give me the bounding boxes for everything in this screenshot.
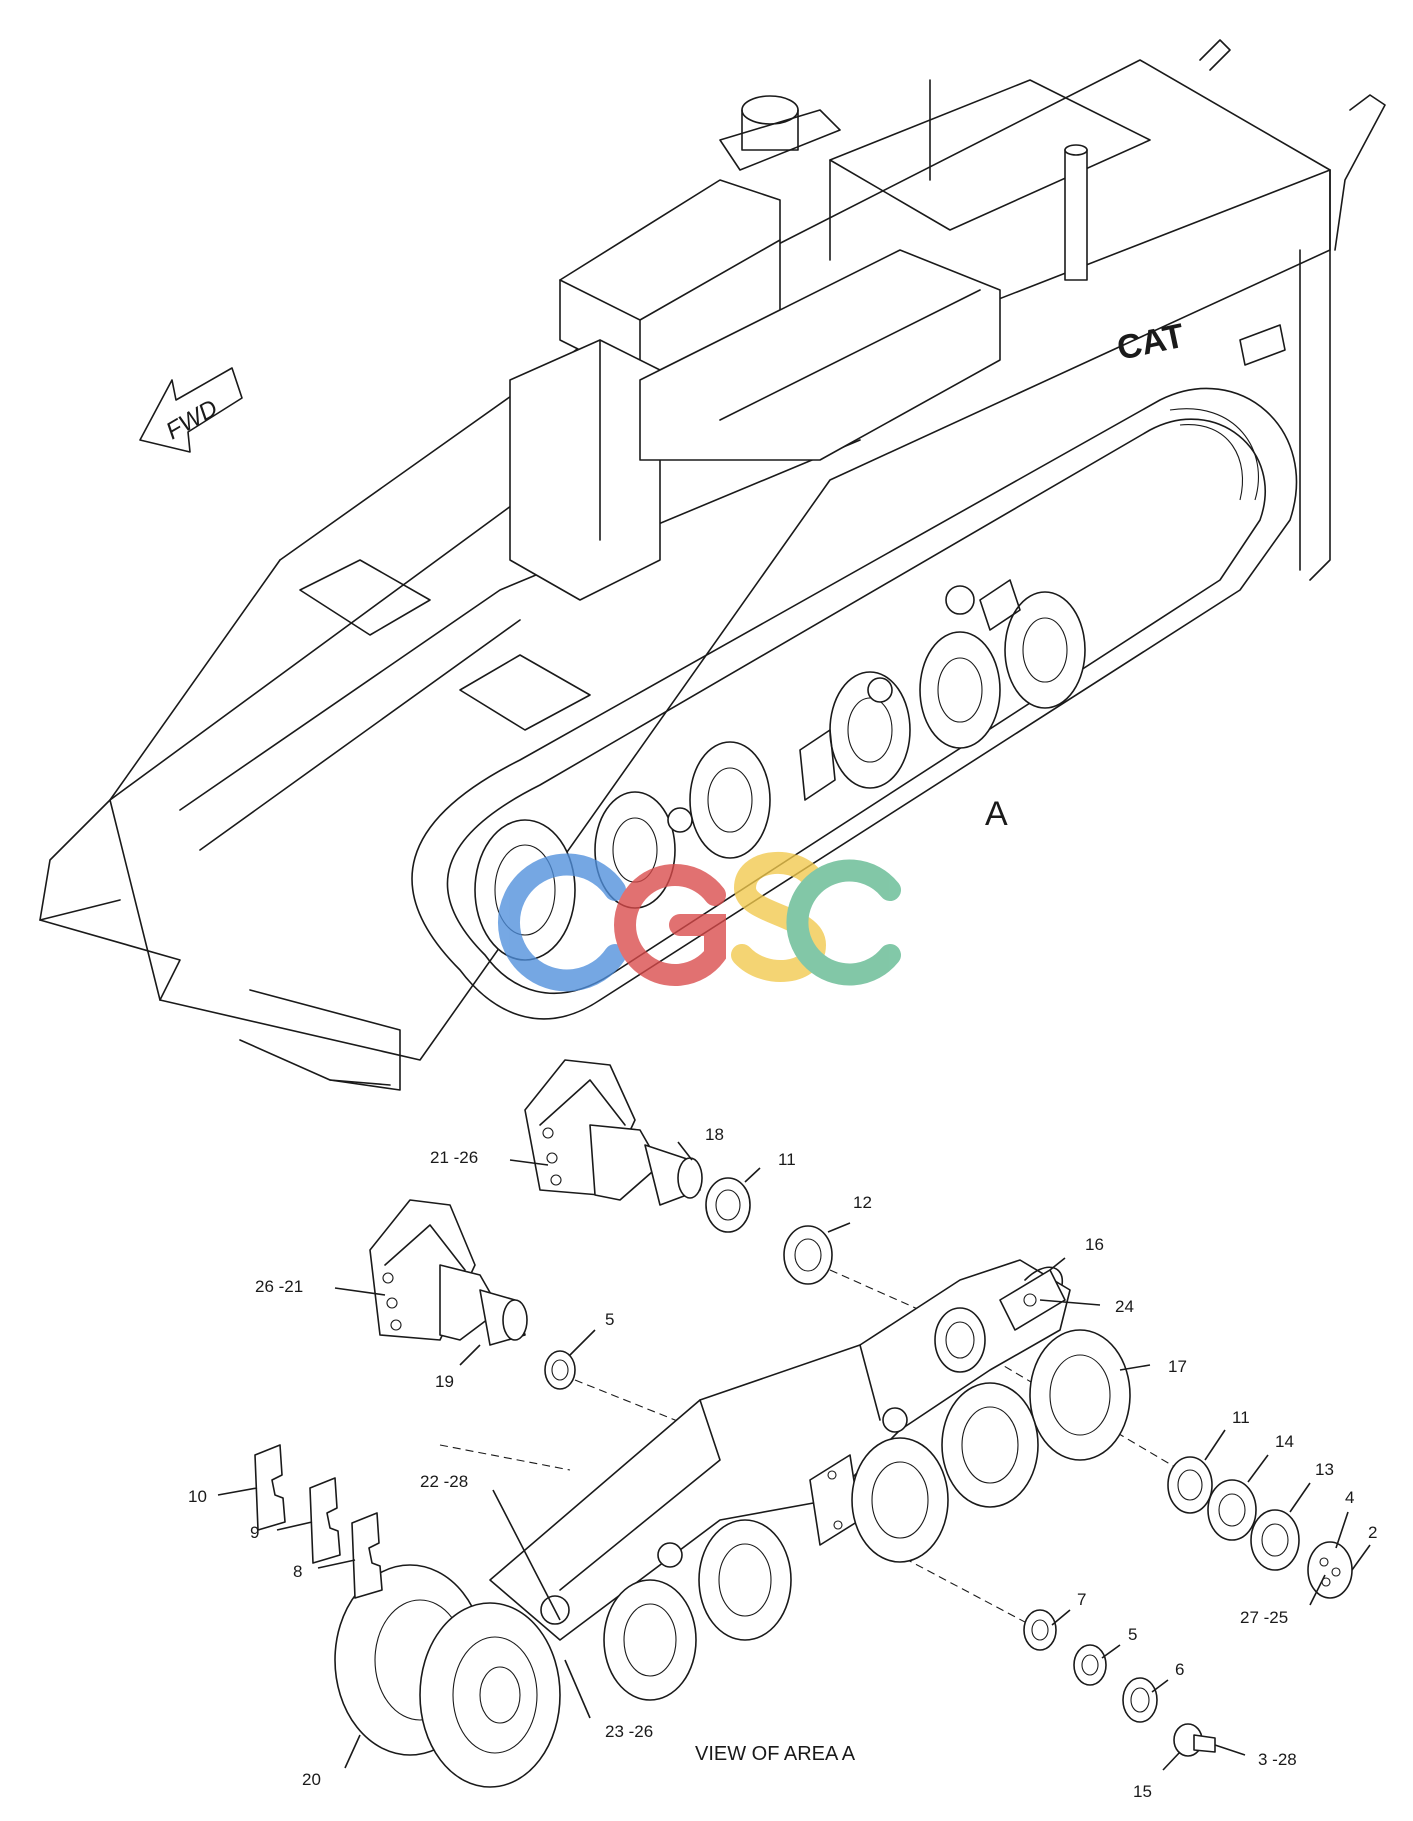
washer-13 (1250, 1509, 1300, 1571)
callout-17: 17 (1168, 1357, 1187, 1376)
callout-11-right: 11 (1232, 1408, 1250, 1427)
callout-labels: 18 21 -26 11 12 16 24 26 -21 5 19 17 11 … (188, 1125, 1377, 1801)
shim-10 (254, 1444, 286, 1531)
exploded-view (217, 1059, 1371, 1788)
bogie-rollers (540, 1329, 1131, 1701)
callout-7: 7 (1077, 1590, 1086, 1609)
callout-24: 24 (1115, 1297, 1134, 1316)
callout-16: 16 (1085, 1235, 1104, 1254)
callout-15: 15 (1133, 1782, 1152, 1801)
callout-27-25: 27 -25 (1240, 1608, 1288, 1627)
washer-6 (1122, 1677, 1158, 1723)
callout-6: 6 (1175, 1660, 1184, 1679)
shim-9 (309, 1477, 341, 1564)
callout-5-bottom: 5 (1128, 1625, 1137, 1644)
callout-2: 2 (1368, 1523, 1377, 1542)
callout-14: 14 (1275, 1432, 1294, 1451)
watermark-letter-1 (498, 853, 626, 992)
brand-mark: CAT (1114, 317, 1188, 368)
washer-12 (783, 1225, 833, 1285)
washer-5-bottom (1073, 1644, 1107, 1686)
callout-8: 8 (293, 1562, 302, 1581)
area-label: A (985, 795, 1008, 833)
callout-10: 10 (188, 1487, 207, 1506)
washer-11-top (705, 1177, 751, 1233)
callout-20: 20 (302, 1770, 321, 1789)
callout-22-28: 22 -28 (420, 1472, 468, 1491)
callout-26-21: 26 -21 (255, 1277, 303, 1296)
forward-arrow: FWD (139, 367, 243, 453)
callout-12: 12 (853, 1193, 872, 1212)
view-caption: VIEW OF AREA A (695, 1743, 856, 1765)
washer-14 (1207, 1479, 1257, 1541)
callout-5-top: 5 (605, 1310, 614, 1329)
mounting-bracket-bottom (369, 1199, 528, 1346)
mounting-bracket-top (524, 1059, 703, 1206)
washer-7 (1023, 1609, 1057, 1651)
callout-13: 13 (1315, 1460, 1334, 1479)
callout-9: 9 (250, 1523, 259, 1542)
watermark-letter-3 (731, 852, 827, 982)
callout-21-26: 21 -26 (430, 1148, 478, 1167)
watermark-logo (498, 852, 901, 992)
callout-4: 4 (1345, 1488, 1354, 1507)
washer-5-top (544, 1350, 576, 1390)
callout-18: 18 (705, 1125, 724, 1144)
callout-11-top: 11 (778, 1150, 796, 1169)
callout-23-26: 23 -26 (605, 1722, 653, 1741)
washer-11-right (1167, 1456, 1213, 1514)
machine-illustration: CAT FWD (39, 39, 1386, 1091)
bolt-15 (1173, 1723, 1216, 1757)
shim-8 (351, 1512, 383, 1599)
callout-19: 19 (435, 1372, 454, 1391)
watermark-letter-4 (786, 859, 901, 986)
end-cap-4 (1307, 1541, 1353, 1599)
idler-wheel (334, 1564, 561, 1788)
callout-3-28: 3 -28 (1258, 1750, 1297, 1769)
watermark-letter-2 (614, 864, 726, 986)
